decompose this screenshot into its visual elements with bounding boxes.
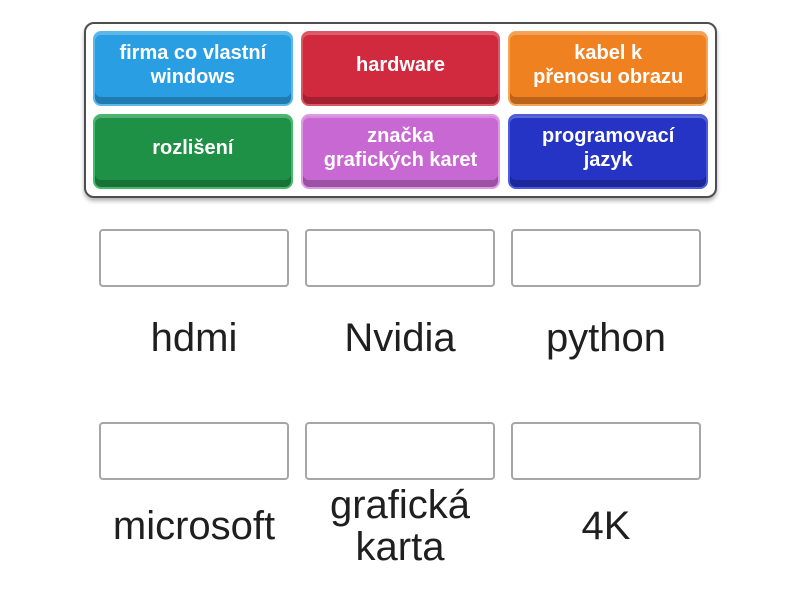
match-cell-python: python (511, 229, 701, 361)
answer-word-area: microsoft (113, 484, 275, 568)
answer-word-hdmi: hdmi (150, 316, 238, 360)
answer-word-area: grafická karta (330, 484, 470, 568)
answer-word-graficka-karta: grafická karta (329, 483, 471, 569)
match-cell-hdmi: hdmi (99, 229, 289, 361)
answer-word-nvidia: Nvidia (344, 316, 456, 360)
tile-programovaci-jazyk[interactable]: programovací jazyk (508, 114, 708, 189)
answer-slot-graficka-karta[interactable] (305, 422, 495, 480)
tile-firma-co-vlastni-windows[interactable]: firma co vlastní windows (93, 31, 293, 106)
keyword-tile-panel: firma co vlastní windows hardware kabel … (84, 22, 717, 198)
match-row-2: microsoft grafická karta 4K (99, 422, 701, 568)
match-cell-microsoft: microsoft (99, 422, 289, 568)
match-row-1: hdmi Nvidia python (99, 229, 701, 361)
answer-slot-nvidia[interactable] (305, 229, 495, 287)
answer-word-microsoft: microsoft (112, 504, 276, 548)
match-cell-4k: 4K (511, 422, 701, 568)
match-cell-graficka-karta: grafická karta (305, 422, 495, 568)
answer-word-python: python (545, 316, 667, 360)
answer-word-area: 4K (582, 484, 631, 568)
tile-hardware[interactable]: hardware (300, 31, 501, 106)
answer-slot-python[interactable] (511, 229, 701, 287)
answer-word-area: python (546, 315, 666, 361)
answer-slot-4k[interactable] (511, 422, 701, 480)
answer-word-area: hdmi (151, 315, 238, 361)
tile-kabel-k-prenosu-obrazu[interactable]: kabel k přenosu obrazu (508, 31, 708, 106)
answer-slot-hdmi[interactable] (99, 229, 289, 287)
match-cell-nvidia: Nvidia (305, 229, 495, 361)
answer-word-area: Nvidia (344, 315, 455, 361)
tile-znacka-grafickych-karet[interactable]: značka grafických karet (300, 114, 501, 189)
answer-word-4k: 4K (581, 504, 631, 548)
answer-slot-microsoft[interactable] (99, 422, 289, 480)
tile-rozliseni[interactable]: rozlišení (93, 114, 293, 189)
